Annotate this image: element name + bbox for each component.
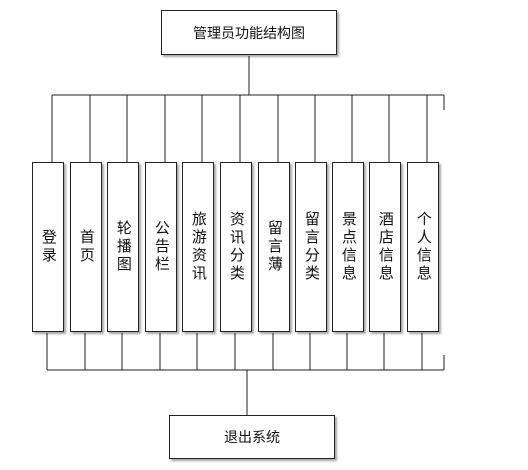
module-box-11: 个人信息 — [407, 162, 439, 332]
module-label: 旅游资讯 — [189, 211, 208, 283]
module-box-7: 留言薄 — [258, 162, 290, 332]
module-label: 首页 — [77, 229, 96, 265]
module-box-3: 轮播图 — [107, 162, 139, 332]
module-label: 景点信息 — [339, 211, 358, 283]
module-box-6: 资讯分类 — [220, 162, 252, 332]
module-box-10: 酒店信息 — [369, 162, 401, 332]
module-label: 个人信息 — [414, 211, 433, 283]
module-label: 登录 — [39, 229, 58, 265]
module-box-9: 景点信息 — [332, 162, 364, 332]
module-box-1: 登录 — [32, 162, 64, 332]
module-label: 资讯分类 — [227, 211, 246, 283]
module-box-5: 旅游资讯 — [182, 162, 214, 332]
exit-box: 退出系统 — [169, 415, 335, 459]
module-box-2: 首页 — [70, 162, 102, 332]
module-box-4: 公告栏 — [145, 162, 177, 332]
module-label: 留言薄 — [265, 220, 284, 274]
module-box-8: 留言分类 — [295, 162, 327, 332]
module-label: 留言分类 — [302, 211, 321, 283]
module-label: 公告栏 — [152, 220, 171, 274]
module-label: 轮播图 — [114, 220, 133, 274]
title-box: 管理员功能结构图 — [161, 10, 337, 55]
title-text: 管理员功能结构图 — [193, 25, 305, 42]
exit-text: 退出系统 — [224, 430, 280, 446]
module-label: 酒店信息 — [376, 211, 395, 283]
